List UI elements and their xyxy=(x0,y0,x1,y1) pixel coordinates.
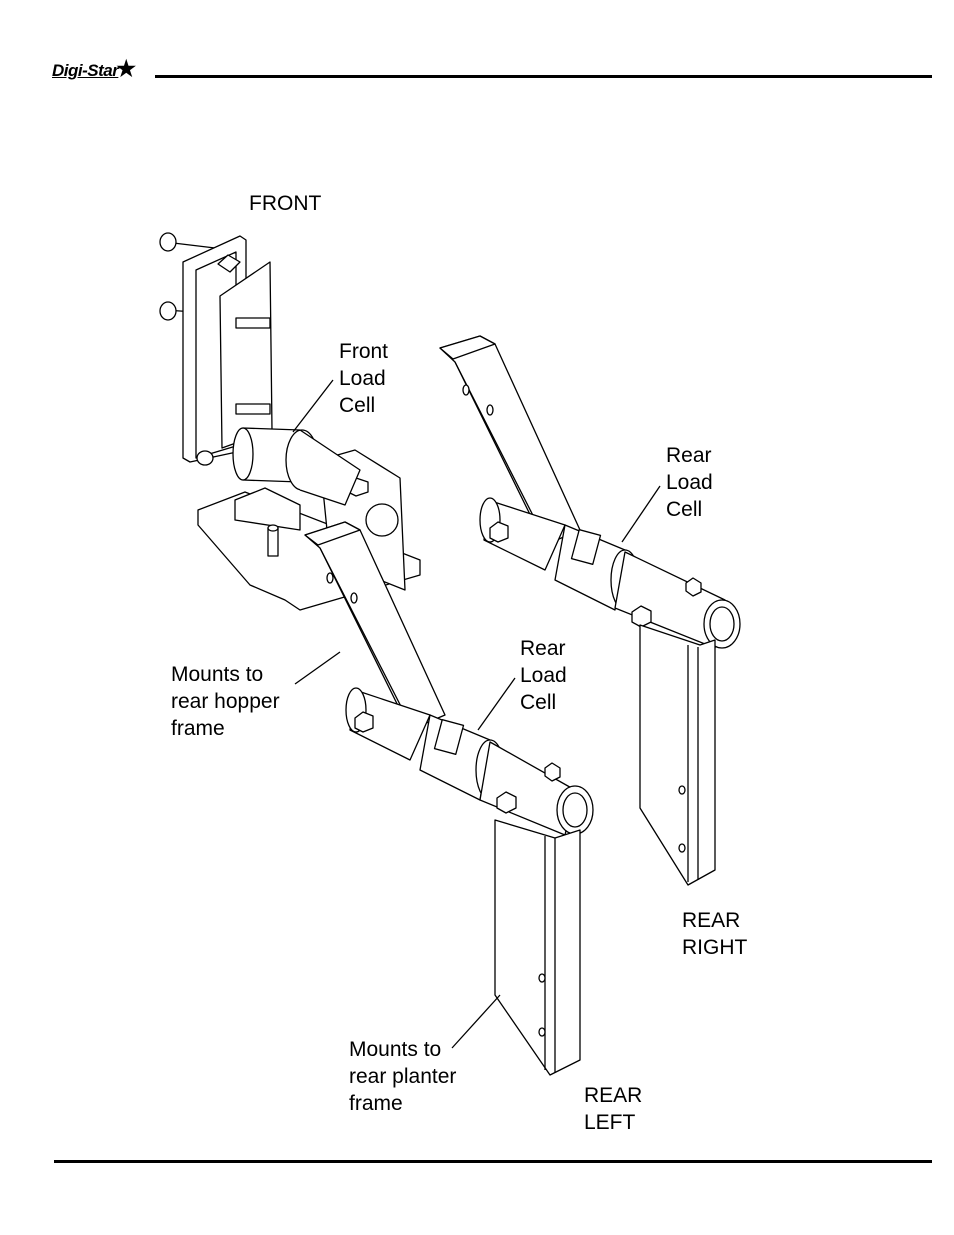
leader-front-load-cell xyxy=(292,379,334,433)
leader-mounts-planter xyxy=(451,994,501,1049)
label-front-load-cell: Front Load Cell xyxy=(339,340,389,417)
digi-star-logo: Digi-Star★ xyxy=(52,56,136,81)
label-mounts-planter: Mounts to rear planter frame xyxy=(349,1038,457,1115)
label-mounts-hopper: Mounts to rear hopper frame xyxy=(171,663,280,740)
header-rule xyxy=(155,75,932,78)
footer-rule xyxy=(54,1160,932,1163)
leader-rear-load-cell-right xyxy=(621,485,661,543)
label-front: FRONT xyxy=(249,192,322,215)
star-icon: ★ xyxy=(116,56,136,81)
label-rear-load-cell-right: Rear Load Cell xyxy=(666,444,713,521)
leader-mounts-hopper xyxy=(294,651,341,685)
label-rear-right: REAR RIGHT xyxy=(682,909,748,959)
leader-rear-load-cell-left xyxy=(477,677,516,731)
label-rear-left: REAR LEFT xyxy=(584,1084,643,1134)
label-rear-load-cell-left: Rear Load Cell xyxy=(520,637,567,714)
